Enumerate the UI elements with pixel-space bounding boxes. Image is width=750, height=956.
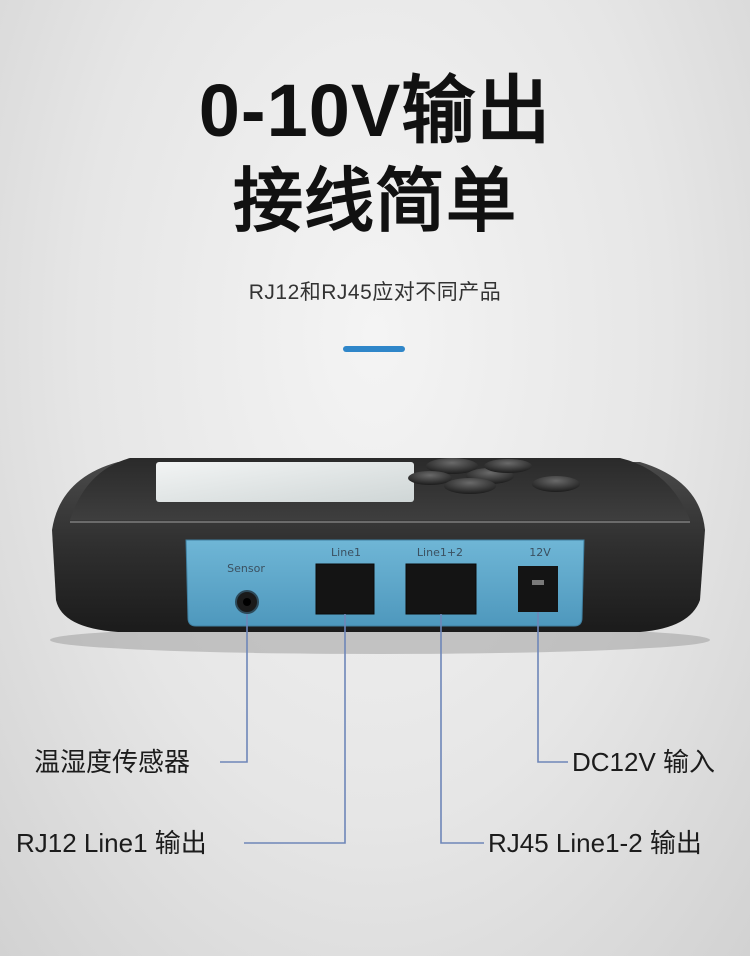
callout-rj45: RJ45 Line1-2 输出 [488, 828, 702, 858]
button-down [444, 478, 496, 494]
rj45-port [405, 563, 477, 615]
button-left [408, 471, 452, 485]
port-panel [185, 539, 585, 627]
accent-bar [343, 346, 405, 352]
leader-line-sensor [220, 614, 248, 763]
device-buttons [408, 458, 580, 494]
leader-line-dc [537, 612, 568, 763]
dc-port [518, 566, 558, 612]
leader-line-rj45 [440, 614, 484, 844]
page-title-line2: 接线简单 [233, 162, 517, 240]
dc-port-pin [532, 580, 544, 585]
line12-port-label: Line1+2 [417, 546, 463, 559]
callout-dc: DC12V 输入 [572, 747, 716, 777]
button-menu [532, 476, 580, 492]
power-port-label: 12V [529, 546, 551, 559]
page-subtitle: RJ12和RJ45应对不同产品 [248, 281, 502, 304]
device-screen [156, 462, 414, 502]
leader-line-rj12 [244, 614, 346, 844]
sensor-port-label: Sensor [227, 562, 265, 575]
rj12-port [315, 563, 375, 615]
device-shadow [50, 626, 710, 654]
callout-rj12: RJ12 Line1 输出 [16, 828, 207, 858]
button-up [426, 458, 478, 474]
page-title-line1: 0-10V输出 [198, 69, 552, 152]
button-right [484, 459, 532, 473]
callout-sensor: 温湿度传感器 [34, 747, 191, 777]
sensor-jack-hole [243, 598, 251, 606]
line1-port-label: Line1 [331, 546, 361, 559]
